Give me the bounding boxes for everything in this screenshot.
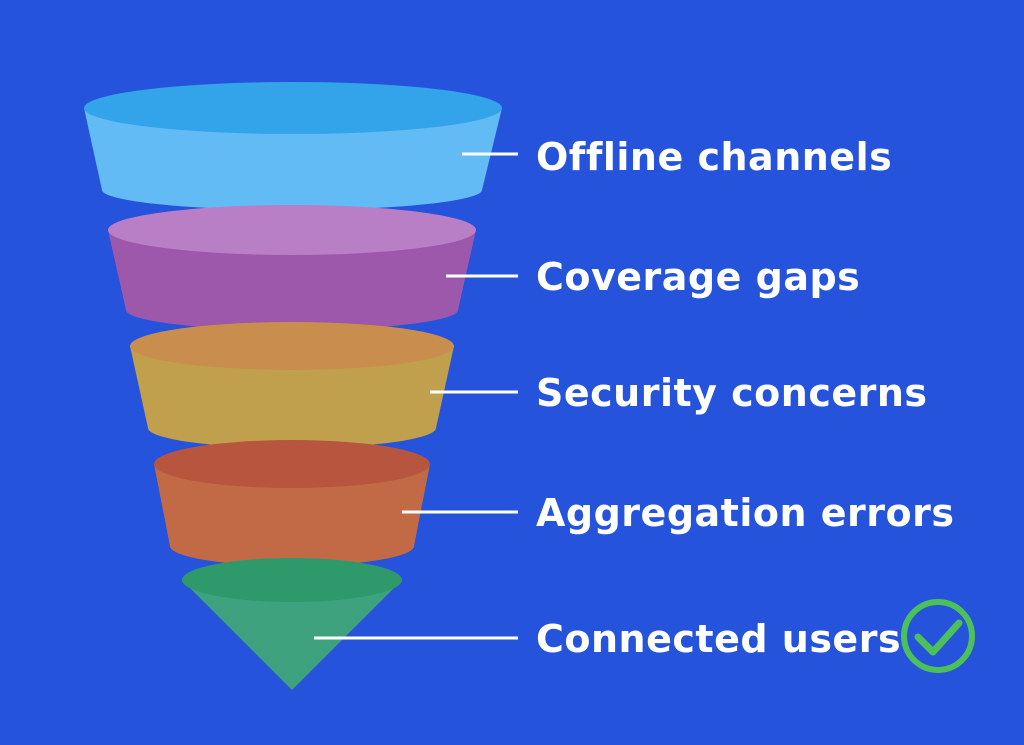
segment-top [130,322,454,370]
funnel-stage-offline-channels: Offline channels [84,82,892,210]
stage-label: Coverage gaps [536,255,860,299]
segment-body [154,464,430,566]
stage-label: Aggregation errors [536,491,954,535]
funnel-stage-connected-users: Connected users [182,558,975,690]
stage-label: Offline channels [536,135,892,179]
segment-body [108,230,476,330]
segment-body [130,346,454,448]
segment-top [108,205,476,255]
segment-body [84,108,502,210]
funnel-stage-coverage-gaps: Coverage gaps [108,205,860,330]
funnel-stage-aggregation-errors: Aggregation errors [154,440,954,566]
segment-body [182,580,402,690]
stage-label: Security concerns [536,371,928,415]
segment-top [154,440,430,488]
funnel-stage-security-concerns: Security concerns [130,322,928,448]
check-circle-icon [901,599,975,673]
segment-top [84,82,502,134]
segment-top [182,558,402,602]
stage-label: Connected users [536,617,901,661]
